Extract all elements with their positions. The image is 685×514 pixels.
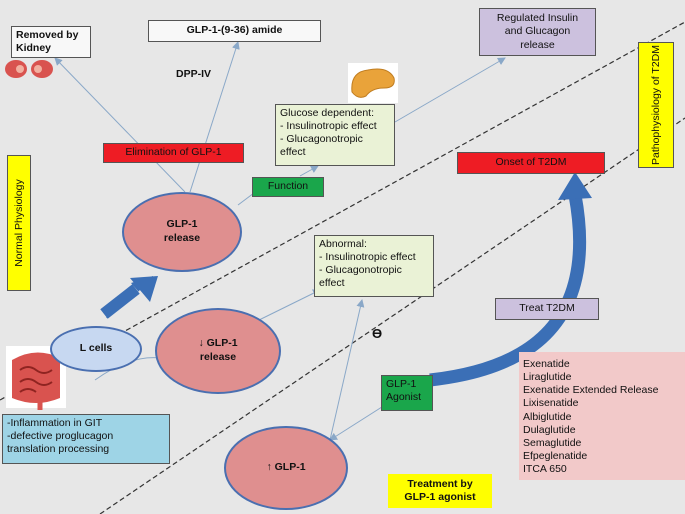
pathophysiology-label: Pathophysiology of T2DM: [638, 42, 674, 168]
intestine-icon: [6, 346, 66, 410]
agonist-item: Dulaglutide: [523, 423, 576, 436]
glp1-release-ellipse: GLP-1 release: [122, 192, 242, 272]
glp1-agonist-box[interactable]: GLP-1 Agonist: [381, 375, 433, 411]
separator-line-lower: [99, 117, 685, 514]
arrow-increased-up: [329, 299, 365, 441]
decreased-glp1-release-ellipse: ↓ GLP-1 release: [155, 308, 281, 394]
agonist-item: Semaglutide: [523, 436, 582, 449]
thick-arrow-lcells-release: [100, 276, 158, 319]
agonist-item: ITCA 650: [523, 463, 567, 475]
arrow-agonist-to-increased: [329, 404, 386, 441]
treatment-by-box: Treatment by GLP-1 agonist: [388, 474, 492, 508]
inflammation-box: -Inflammation in GIT -defective progluca…: [2, 414, 170, 464]
agonist-list-box: Exenatide Liraglutide Exenatide Extended…: [519, 352, 685, 480]
function-box: Function: [252, 177, 324, 197]
dpp-iv-label: DPP-IV: [176, 68, 212, 80]
removed-by-kidney-box: Removed by Kidney: [11, 26, 91, 58]
pancreas-icon: [348, 63, 398, 103]
arrow-function-to-glucose: [299, 165, 319, 177]
curved-arrow-treat: [429, 172, 592, 387]
onset-t2dm-box: Onset of T2DM: [457, 152, 605, 174]
agonist-item: Albiglutide: [523, 410, 572, 423]
increased-glp1-ellipse: ↑ GLP-1: [224, 426, 348, 510]
agonist-item: Exenatide: [523, 358, 570, 370]
treat-t2dm-box: Treat T2DM: [495, 298, 599, 320]
agonist-item: Efpeglenatide: [523, 449, 588, 462]
arrow-to-kidney: [54, 57, 186, 193]
l-cells-ellipse: L cells: [50, 326, 142, 372]
arrow-decreased-to-abnormal: [254, 289, 321, 323]
normal-physiology-text: Normal Physiology: [13, 179, 25, 267]
abnormal-box: Abnormal: - Insulinotropic effect - Gluc…: [314, 235, 434, 297]
elimination-box: Elimination of GLP-1: [103, 143, 244, 163]
theta-symbol: ϴ: [372, 326, 383, 341]
kidney-icon: [5, 60, 53, 78]
arrow-glucose-to-regulated: [394, 57, 506, 123]
pathophysiology-text: Pathophysiology of T2DM: [650, 44, 662, 166]
agonist-item: Exenatide Extended Release: [523, 384, 659, 397]
agonist-item: Lixisenatide: [523, 397, 579, 410]
regulated-release-box: Regulated Insulin and Glucagon release: [479, 8, 596, 56]
agonist-item: Liraglutide: [523, 371, 572, 384]
glucose-dependent-box: Glucose dependent: - Insulinotropic effe…: [275, 104, 395, 166]
glp1-amide-box: GLP-1-(9-36) amide: [148, 20, 321, 42]
normal-physiology-label: Normal Physiology: [7, 155, 31, 291]
arrow-to-amide: [189, 41, 240, 193]
